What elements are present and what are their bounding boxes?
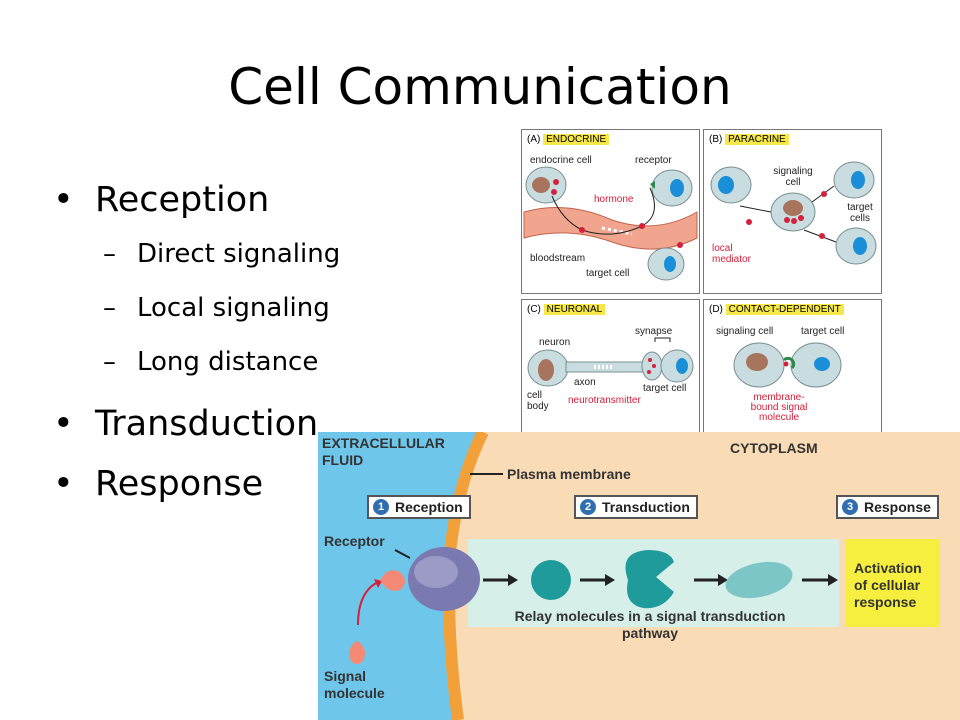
label-synapse: synapse xyxy=(635,326,673,337)
label-molecule: molecule xyxy=(758,412,800,423)
label-mediator: mediator xyxy=(712,254,751,265)
subbullet-direct: Direct signaling xyxy=(103,239,340,269)
label-molecule: molecule xyxy=(324,685,385,701)
subbullet-local: Local signaling xyxy=(103,293,330,323)
label-signaling-cell: signaling cell xyxy=(716,326,774,337)
label-neuron: neuron xyxy=(539,337,571,348)
step-response: 3 Response xyxy=(836,495,939,519)
label-of-cellular: of cellular xyxy=(854,577,921,593)
label-receptor: receptor xyxy=(635,155,672,166)
label-bloodstream: bloodstream xyxy=(530,253,586,264)
label-activation: Activation xyxy=(854,560,922,576)
label-axon: axon xyxy=(574,377,596,388)
panel-tag: (C) NEURONAL xyxy=(527,304,606,315)
subbullet-long: Long distance xyxy=(103,347,318,377)
pathway-diagram xyxy=(318,432,960,720)
bullet-transduction: Transduction xyxy=(53,404,318,444)
label-plasma-membrane: Plasma membrane xyxy=(507,466,631,482)
step-label: Reception xyxy=(395,499,463,515)
step-number: 1 xyxy=(373,499,389,515)
label-signal: Signal xyxy=(324,668,367,684)
endocrine-diagram xyxy=(523,166,698,281)
panel-paracrine: (B) PARACRINE signaling cell target cell… xyxy=(703,129,882,294)
neuronal-diagram xyxy=(527,337,694,387)
label-local: local xyxy=(712,243,733,254)
slide-title: Cell Communication xyxy=(228,58,732,116)
bullet-reception: Reception xyxy=(53,180,269,220)
label-target-cell: target cell xyxy=(643,383,687,394)
step-label: Transduction xyxy=(602,499,690,515)
label-target: target xyxy=(847,202,873,213)
step-number: 2 xyxy=(580,499,596,515)
label-receptor: Receptor xyxy=(324,533,385,549)
step-label: Response xyxy=(864,499,931,515)
panel-tag: (A) ENDOCRINE xyxy=(527,134,610,145)
label-target-cell: target cell xyxy=(801,326,845,337)
label-cell: cell xyxy=(527,390,543,401)
contact-dependent-diagram xyxy=(733,342,842,388)
label-hormone: hormone xyxy=(594,194,634,205)
panel-endocrine: (A) ENDOCRINE endocrine cell receptor ho… xyxy=(521,129,700,294)
label-relay-line1: Relay molecules in a signal transduction xyxy=(514,608,786,624)
label-neurotransmitter: neurotransmitter xyxy=(568,395,641,406)
panel-contact-dependent: (D) CONTACT-DEPENDENT signaling cell tar… xyxy=(703,299,882,434)
signal-pathway-figure: EXTRACELLULAR FLUID CYTOPLASM Plasma mem… xyxy=(318,432,960,720)
panel-neuronal: (C) NEURONAL synapse neuron axon target … xyxy=(521,299,700,434)
label-cytoplasm: CYTOPLASM xyxy=(730,440,818,456)
label-endocrine-cell: endocrine cell xyxy=(530,155,592,166)
paracrine-diagram xyxy=(710,161,877,265)
label-response: response xyxy=(854,594,917,610)
step-number: 3 xyxy=(842,499,858,515)
label-target-cell: target cell xyxy=(586,268,630,279)
label-extracellular: EXTRACELLULAR xyxy=(322,435,445,451)
panel-tag: (D) CONTACT-DEPENDENT xyxy=(709,304,844,315)
panel-tag: (B) PARACRINE xyxy=(709,134,789,145)
step-transduction: 2 Transduction xyxy=(574,495,698,519)
label-signaling: signaling xyxy=(773,166,813,177)
label-cells: cells xyxy=(849,213,870,224)
step-reception: 1 Reception xyxy=(367,495,471,519)
label-bound-signal: bound signal xyxy=(750,402,808,413)
label-relay-line2: pathway xyxy=(621,625,678,641)
label-membrane: membrane- xyxy=(753,392,805,403)
label-fluid: FLUID xyxy=(322,452,364,468)
label-cell: cell xyxy=(785,177,801,188)
bullet-response: Response xyxy=(53,464,263,504)
label-body: body xyxy=(527,401,549,412)
